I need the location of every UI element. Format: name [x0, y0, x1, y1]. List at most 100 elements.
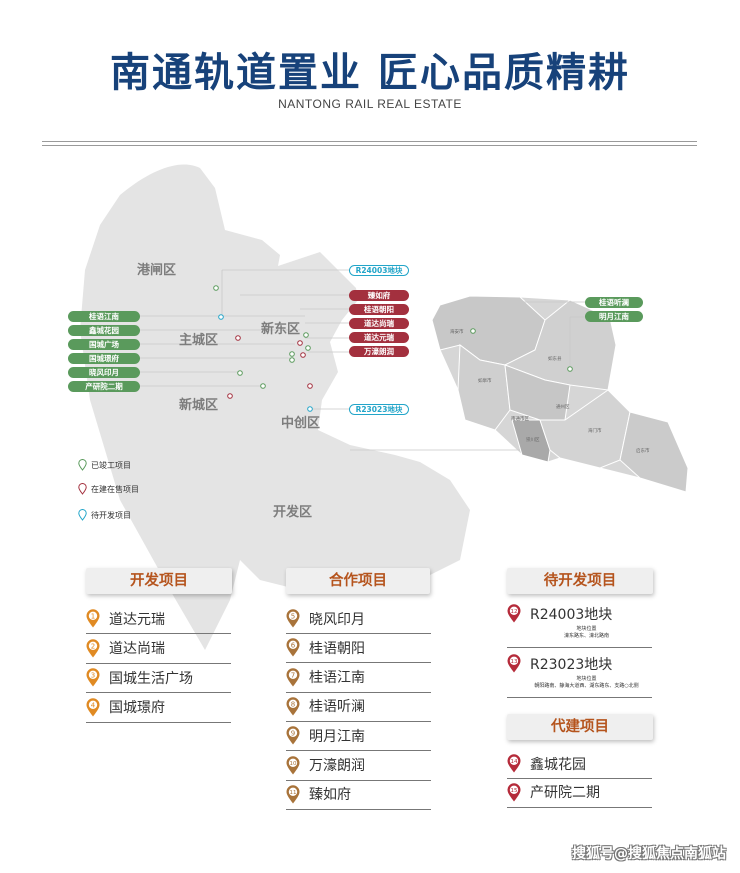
svg-text:6: 6: [291, 642, 296, 650]
pill-daoda-yuanrui: 道达元瑞: [349, 332, 409, 343]
district-zhucheng: 主城区: [179, 333, 219, 348]
region-label: 如皋市: [478, 379, 492, 384]
location-pin-icon: 11: [286, 785, 300, 804]
pill-xincheng-huayuan: 鑫城花园: [68, 325, 140, 336]
nantong-city-shape: [80, 164, 470, 650]
plot-location-detail: 濠东路东、濠北路南: [563, 633, 609, 639]
region-label: 启东市: [636, 449, 650, 454]
plot-location-detail: 朝阳路南、静海大道西、湖东路东、支路○北侧: [534, 683, 639, 689]
pill-zhenrufu: 臻如府: [349, 290, 409, 301]
project-row: 1 道达元瑞: [86, 604, 231, 634]
pill-guocheng-guangchang: 国城广场: [68, 339, 140, 350]
location-pin-icon: 10: [286, 755, 300, 774]
location-pin-icon: 14: [507, 754, 521, 773]
location-pin-icon: 9: [286, 726, 300, 745]
pill-mingyue-jiangnan: 明月江南: [585, 311, 643, 322]
district-gangzha: 港闸区: [137, 263, 177, 278]
project-row: 9 明月江南: [286, 721, 431, 752]
svg-text:4: 4: [91, 701, 96, 709]
region-label: 如东县: [548, 357, 562, 362]
svg-text:9: 9: [291, 730, 295, 738]
legend-to-develop-label: 待开发项目: [91, 510, 131, 520]
project-row: 10 万濠朗润: [286, 751, 431, 781]
page-subtitle: NANTONG RAIL REAL ESTATE: [278, 97, 462, 111]
project-row: 3 国城生活广场: [86, 663, 231, 693]
project-row: 12 R24003地块地块位置濠东路东、濠北路南: [507, 604, 652, 640]
project-row: 8 桂语听澜: [286, 692, 431, 722]
svg-text:12: 12: [511, 609, 518, 615]
svg-text:8: 8: [291, 700, 295, 708]
location-pin-icon: 2: [86, 638, 100, 657]
location-pin-icon: 7: [286, 667, 300, 687]
location-pin-icon: 4: [86, 697, 100, 716]
region-label: 海安市: [450, 330, 464, 335]
pill-guiyu-tinglan: 桂语听澜: [585, 297, 643, 308]
legend-on-sale: 在建在售项目: [78, 483, 139, 495]
green-pin-icon: [78, 459, 87, 471]
project-name: 桂语江南: [309, 670, 365, 687]
page-title: 南通轨道置业 匠心品质精耕: [110, 50, 630, 96]
svg-text:11: 11: [290, 790, 297, 796]
location-pin-icon: 3: [86, 668, 100, 687]
project-row: 13 R23023地块地块位置朝阳路南、静海大道西、湖东路东、支路○北侧: [507, 654, 652, 690]
district-xincheng: 新城区: [179, 398, 219, 413]
region-label: 海门市: [588, 429, 602, 434]
legend-completed: 已竣工项目: [78, 459, 131, 471]
project-name: 桂语朝阳: [309, 640, 365, 657]
project-name: 国城生活广场: [109, 670, 193, 687]
project-name: 道达尚瑞: [109, 641, 165, 657]
location-pin-icon: 15: [507, 782, 521, 801]
location-pin-icon: 13: [507, 654, 521, 673]
svg-text:13: 13: [511, 659, 518, 665]
legend-on-sale-label: 在建在售项目: [91, 484, 139, 494]
region-label: 南通市区: [511, 417, 529, 422]
project-row: 6 桂语朝阳: [286, 633, 431, 664]
location-pin-icon: 12: [507, 604, 521, 623]
project-name: 桂语听澜: [309, 699, 365, 716]
project-name: 明月江南: [309, 728, 365, 745]
project-name: 晓风印月: [309, 611, 365, 628]
svg-text:7: 7: [291, 671, 295, 679]
project-name: R24003地块: [530, 607, 613, 623]
section-kaifa-header: 开发项目: [86, 568, 232, 594]
location-pin-icon: 1: [86, 609, 100, 628]
section-hezuo-header: 合作项目: [286, 568, 430, 594]
section-daikaifa-header: 待开发项目: [507, 568, 653, 594]
project-name: R23023地块: [530, 657, 613, 673]
legend-completed-label: 已竣工项目: [91, 460, 131, 470]
pill-guiyu-chaoyang: 桂语朝阳: [349, 304, 409, 315]
svg-text:5: 5: [291, 612, 295, 620]
project-name: 产研院二期: [530, 785, 600, 801]
project-name: 道达元瑞: [109, 611, 165, 628]
project-row: 5 晓风印月: [286, 604, 431, 634]
location-pin-icon: 6: [286, 638, 300, 657]
location-pin-icon: 8: [286, 697, 300, 716]
pill-r23023: R23023地块: [349, 404, 409, 415]
svg-text:1: 1: [91, 612, 95, 620]
pill-wanhao-langrun: 万濠朗润: [349, 346, 409, 357]
plot-location-title: 地块位置: [576, 676, 597, 682]
pill-r24003: R24003地块: [349, 265, 409, 276]
pill-chanyanyuan: 产研院二期: [68, 381, 140, 392]
project-name: 万濠朗润: [309, 758, 365, 774]
project-row: 7 桂语江南: [286, 663, 431, 693]
location-pin-icon: 5: [286, 609, 300, 628]
pill-guiyu-jiangnan: 桂语江南: [68, 311, 140, 322]
project-row: 11 臻如府: [286, 780, 431, 810]
pill-xiaofeng-yinyue: 晓风印月: [68, 367, 140, 378]
region-label: 通州区: [556, 405, 570, 410]
red-pin-icon: [78, 483, 87, 495]
project-name: 臻如府: [309, 787, 351, 804]
district-zhongchuang: 中创区: [281, 416, 321, 431]
map-markers: [213, 285, 573, 412]
svg-text:14: 14: [511, 759, 518, 765]
pill-daoda-shangrui: 道达尚瑞: [349, 318, 409, 329]
cyan-pin-icon: [78, 509, 87, 521]
plot-location-title: 地块位置: [576, 626, 597, 632]
svg-text:10: 10: [290, 760, 297, 766]
divider-top: [42, 141, 697, 142]
svg-text:15: 15: [511, 787, 518, 793]
project-row: 15 产研院二期: [507, 778, 652, 808]
